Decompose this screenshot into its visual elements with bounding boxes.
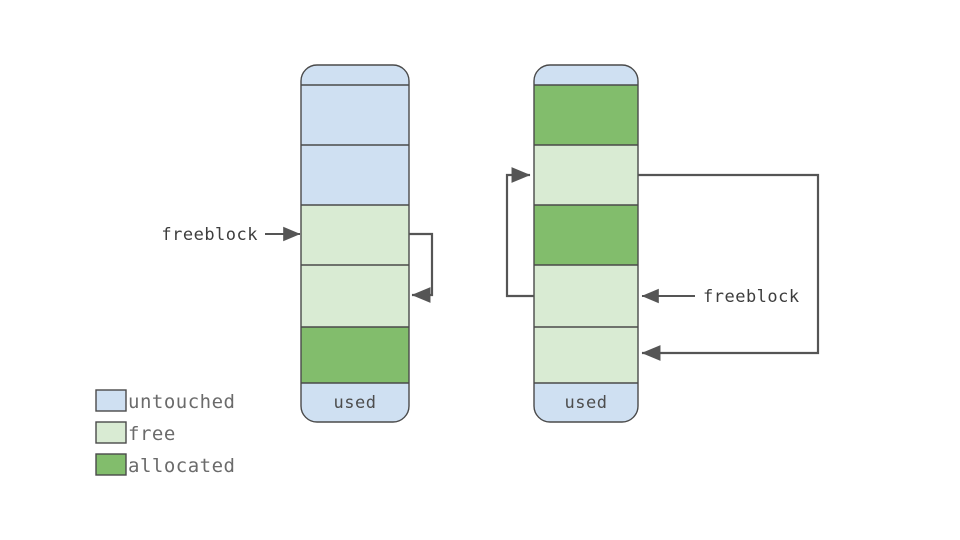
segment-allocated-2	[534, 205, 638, 265]
left-heap-column: used	[300, 64, 410, 423]
legend-item-untouched: untouched	[95, 389, 235, 413]
segment-untouched-0	[301, 65, 409, 145]
left-freeblock-label: freeblock	[161, 225, 258, 245]
right-column-outline	[533, 64, 639, 423]
segment-used-5	[301, 383, 409, 422]
legend-swatch-free	[95, 421, 127, 444]
segment-untouched-1	[301, 145, 409, 205]
right-free-list-link-back	[505, 167, 534, 298]
right-free-list-link-forward	[638, 173, 820, 361]
left-freeblock-annotation: freeblock	[161, 225, 301, 245]
left-free-list-link	[409, 232, 434, 303]
right-freeblock-label: freeblock	[703, 287, 800, 307]
right-used-label: used	[565, 393, 608, 413]
segment-free-2	[301, 205, 409, 265]
legend-swatch-allocated	[95, 453, 127, 476]
legend-item-free: free	[95, 421, 176, 445]
legend-label-untouched: untouched	[128, 391, 235, 413]
right-heap-column: used	[533, 64, 639, 423]
segment-free-3	[301, 265, 409, 327]
legend-label-free: free	[128, 423, 176, 445]
segment-untouched-top	[534, 65, 638, 85]
segment-allocated-4	[301, 327, 409, 383]
right-freeblock-annotation: freeblock	[641, 287, 800, 307]
left-used-label: used	[334, 393, 377, 413]
segment-allocated-0	[534, 85, 638, 145]
segment-free-1	[534, 145, 638, 205]
segment-free-3	[534, 265, 638, 327]
left-column-outline	[300, 64, 410, 423]
legend-swatch-untouched	[95, 389, 127, 412]
segment-used-5	[534, 383, 638, 422]
segment-free-4	[534, 327, 638, 383]
legend-label-allocated: allocated	[128, 455, 235, 477]
legend: untouched free allocated	[95, 389, 235, 477]
legend-item-allocated: allocated	[95, 453, 235, 477]
